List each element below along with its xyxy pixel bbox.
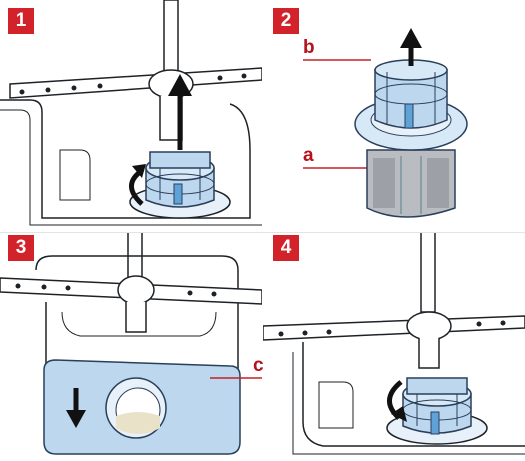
arrow-up-icon <box>400 28 422 66</box>
spray-arm-hub <box>117 275 155 305</box>
coarse-filter-b <box>374 69 448 129</box>
step-2-panel: 2 b a <box>263 0 525 232</box>
rotate-clockwise-icon <box>387 380 407 422</box>
dishwasher-tub <box>302 342 525 447</box>
step-3-badge: 3 <box>8 235 34 261</box>
spray-arm-hub <box>406 311 452 341</box>
step-2-badge: 2 <box>273 8 299 34</box>
step-2-illustration <box>303 28 468 218</box>
step-4-badge: 4 <box>273 235 299 261</box>
step-3-illustration <box>0 232 262 455</box>
step-1-illustration <box>0 0 262 226</box>
lower-spray-arm <box>9 67 262 99</box>
arrow-up-icon <box>168 74 192 150</box>
step-1-badge: 1 <box>8 8 34 34</box>
label-c: c <box>253 355 264 376</box>
dishwasher-tub <box>0 99 251 219</box>
lower-spray-arm <box>263 315 525 341</box>
spray-arm-hole <box>19 89 25 95</box>
spray-arm-pipe <box>163 0 179 81</box>
step-1-panel: 1 <box>0 0 262 232</box>
step-3-panel: 3 c <box>0 232 264 461</box>
step-4-panel: 4 <box>263 232 525 461</box>
spray-arm-pipe <box>420 232 436 313</box>
label-b: b <box>303 37 315 58</box>
panel-divider-horizontal <box>0 232 525 233</box>
arrow-down-icon <box>66 388 86 428</box>
label-a: a <box>303 145 314 166</box>
rotate-counterclockwise-icon <box>129 164 146 206</box>
dishwasher-tub <box>35 255 239 432</box>
step-4-illustration <box>263 232 525 455</box>
spray-arm-pipe <box>127 232 143 283</box>
